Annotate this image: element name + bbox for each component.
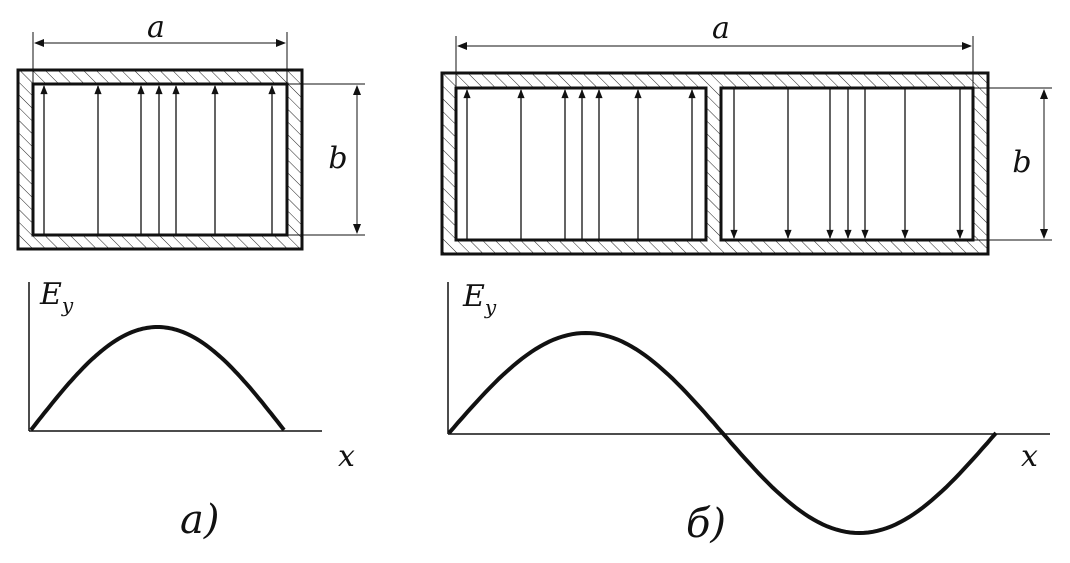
waveguide-a-wall [16,68,304,251]
dimension-b-width [455,36,974,88]
dimension-b-height [973,87,1052,241]
dimension-a-label: a [147,10,165,45]
dimension-a-width [32,32,288,84]
graph-a-y-label: Ey [39,277,74,317]
dimension-b-label: a [712,11,730,46]
caption-a: а) [180,497,219,543]
caption-b: б) [686,501,726,547]
dimension-a-height [287,83,365,236]
graph-b-y-label: Ey [462,279,497,319]
dimension-b-height-label: b [1012,145,1031,180]
graph-a: Ey x [28,277,355,474]
figure-a: a b Ey x а) [16,10,365,543]
waveguide-b-wall [440,71,990,256]
field-lines-b-left [463,89,696,239]
dimension-a-height-label: b [328,141,347,176]
field-lines-a [40,85,276,234]
graph-a-x-label: x [338,439,355,474]
graph-b-x-label: x [1021,439,1038,474]
graph-b: Ey x [447,279,1050,536]
graph-a-curve [29,325,286,432]
graph-b-curve [447,330,998,536]
field-lines-b-right [730,89,964,239]
figure-b: a b Ey x б) [440,11,1052,547]
